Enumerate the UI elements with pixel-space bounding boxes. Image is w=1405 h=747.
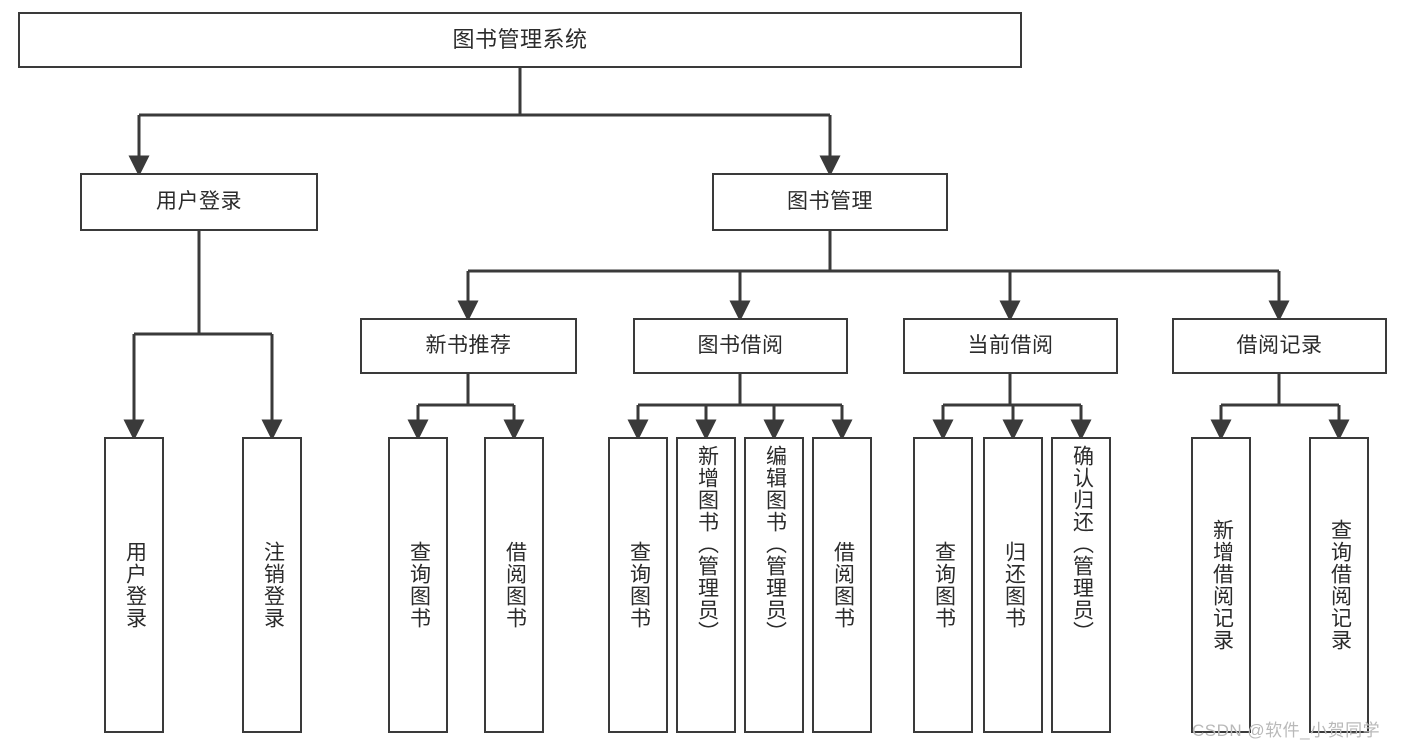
node-leaf-confirm-return-admin[interactable]: 确认归还（管理员） [1051, 437, 1111, 733]
leaf-label: 借阅图书 [503, 541, 527, 629]
node-level3-book-borrow[interactable]: 图书借阅 [633, 318, 848, 374]
leaf-label: 新增图书（管理员） [695, 445, 719, 643]
leaf-label: 查询图书 [627, 541, 651, 629]
watermark-text: CSDN @软件_小贺同学 [1192, 721, 1381, 740]
node-leaf-borrow-book[interactable]: 借阅图书 [812, 437, 872, 733]
node-level3-new-book-recommend[interactable]: 新书推荐 [360, 318, 577, 374]
node-leaf-logout[interactable]: 注销登录 [242, 437, 302, 733]
node-leaf-return-book[interactable]: 归还图书 [983, 437, 1043, 733]
node-leaf-query-book-recommend[interactable]: 查询图书 [388, 437, 448, 733]
leaf-label: 查询图书 [932, 541, 956, 629]
node-root[interactable]: 图书管理系统 [18, 12, 1022, 68]
node-level2-user-login[interactable]: 用户登录 [80, 173, 318, 231]
node-leaf-query-book-current[interactable]: 查询图书 [913, 437, 973, 733]
node-leaf-edit-book-admin[interactable]: 编辑图书（管理员） [744, 437, 804, 733]
leaf-label: 查询借阅记录 [1328, 519, 1352, 651]
node-leaf-query-book-borrow[interactable]: 查询图书 [608, 437, 668, 733]
node-level3-current-borrow[interactable]: 当前借阅 [903, 318, 1118, 374]
leaf-label: 编辑图书（管理员） [763, 445, 787, 643]
node-leaf-borrow-book-recommend[interactable]: 借阅图书 [484, 437, 544, 733]
leaf-label: 查询图书 [407, 541, 431, 629]
leaf-label: 归还图书 [1002, 541, 1026, 629]
leaf-label: 用户登录 [123, 541, 147, 629]
node-leaf-query-borrow-record[interactable]: 查询借阅记录 [1309, 437, 1369, 733]
node-leaf-user-login[interactable]: 用户登录 [104, 437, 164, 733]
node-level2-book-management[interactable]: 图书管理 [712, 173, 948, 231]
node-leaf-add-borrow-record[interactable]: 新增借阅记录 [1191, 437, 1251, 733]
leaf-label: 新增借阅记录 [1210, 519, 1234, 651]
node-level3-borrow-records[interactable]: 借阅记录 [1172, 318, 1387, 374]
leaf-label: 注销登录 [261, 541, 285, 629]
node-leaf-add-book-admin[interactable]: 新增图书（管理员） [676, 437, 736, 733]
leaf-label: 确认归还（管理员） [1070, 445, 1094, 643]
leaf-label: 借阅图书 [831, 541, 855, 629]
